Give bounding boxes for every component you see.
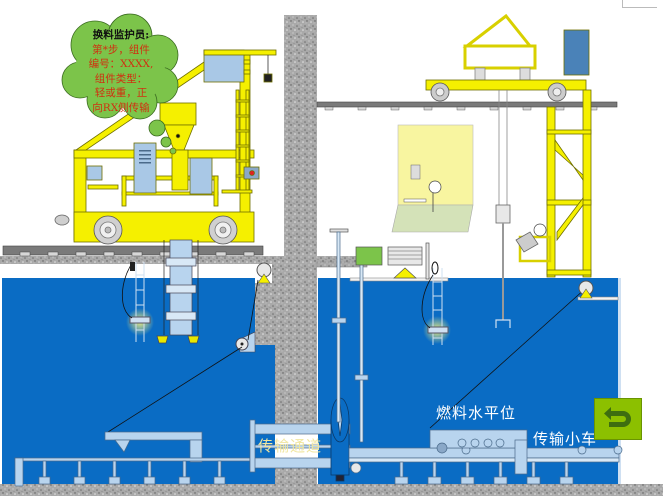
pulley-left-top [256,262,272,284]
fuel-mast [156,239,200,344]
concrete-wall [0,15,663,496]
left-tilting-machine [14,431,251,487]
drive-motor [355,242,430,280]
pulley-right [578,280,594,299]
bubble-line: 轻或重，正 [94,87,148,99]
machine-wheel-left [93,215,123,245]
bubble-line: 组件类型： [94,72,148,85]
speech-bubble-text: 换料监护员: 第*步，组件 编号：XXXX, 组件类型： 轻或重，正 向RX侧传… [66,28,176,115]
bubble-line: 编号：XXXX, [88,58,154,70]
cable-right [429,287,587,429]
bubble-line: 向RX侧传输 [92,101,150,114]
transfer-cart [429,429,528,475]
cable-left [107,346,243,433]
underwater-lamp-right [421,261,451,345]
pool-right-edge [618,278,621,488]
bubble-title: 换料监护员: [92,29,150,41]
pool-water-lower-left [255,345,275,488]
cable-left-vertical [247,279,259,341]
window-corner-frame [622,0,657,8]
back-button[interactable] [594,398,642,440]
transfer-cart-rail [348,445,623,485]
bubble-line: 第*步，组件 [92,43,150,56]
transfer-tube-label: 传输通道 [258,437,323,455]
transfer-cart-label: 传输小车 [533,430,598,448]
transfer-tube [249,419,351,473]
left-floor-rail [2,245,264,257]
pool-water-left [2,278,255,488]
control-room [391,124,474,233]
right-upper-rail [316,101,618,111]
return-arrow-icon [604,407,631,427]
pulley-left-lower [235,331,256,353]
machine-wheel-right [208,215,238,245]
fuel-level-label: 燃料水平位 [436,404,517,422]
speech-bubble-cloud [61,13,179,148]
fuel-handling-machine-right [425,13,592,328]
underwater-lamp-left [121,261,154,342]
